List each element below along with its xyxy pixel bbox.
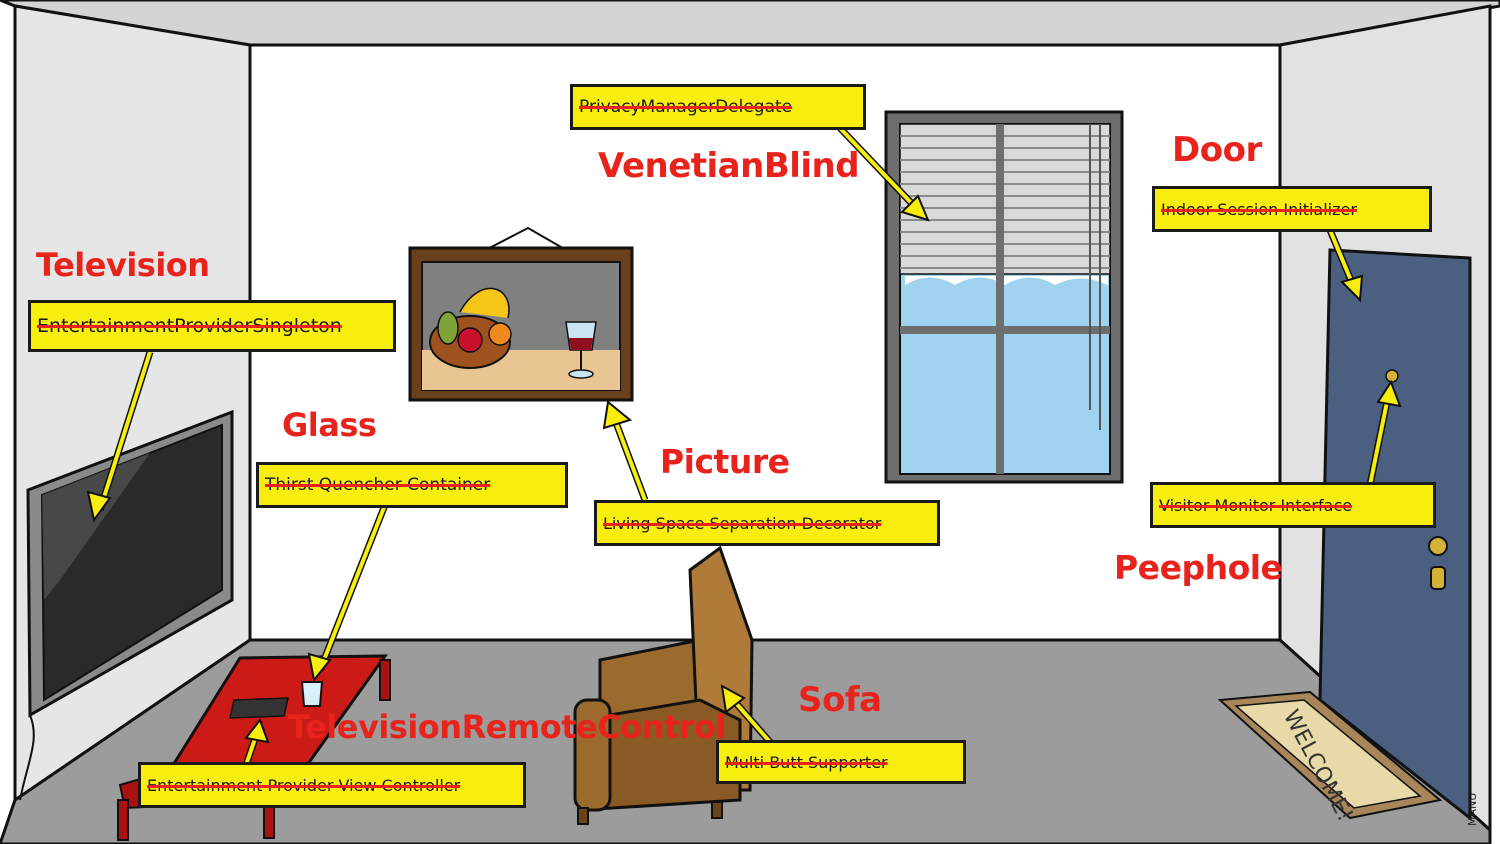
television-old-name-tag: EntertainmentProviderSingleton bbox=[28, 300, 396, 352]
remote-label: TelevisionRemoteControl bbox=[288, 708, 727, 746]
venetian-blind-slats bbox=[900, 135, 1110, 269]
door-knob bbox=[1428, 536, 1448, 556]
artist-signature: MANU bbox=[1466, 792, 1479, 826]
door bbox=[1318, 248, 1472, 822]
peephole-label: Peephole bbox=[1114, 548, 1283, 587]
sofa-old-name-tag: Multi Butt Supporter bbox=[716, 740, 966, 784]
door-old-name-tag: Indoor Session Initializer bbox=[1152, 186, 1432, 232]
remote-control bbox=[229, 697, 289, 719]
ceiling bbox=[0, 0, 1500, 47]
venetian-blind-label: VenetianBlind bbox=[598, 146, 860, 186]
television-cable bbox=[19, 714, 35, 801]
door-lock bbox=[1430, 566, 1446, 590]
picture-old-name-tag: Living Space Separation Decorator bbox=[594, 500, 940, 546]
venetian-blind-old-name-tag: PrivacyManagerDelegate bbox=[570, 84, 866, 130]
sofa-arm bbox=[573, 698, 612, 812]
remote-old-name-tag: Entertainment Provider View Controller bbox=[138, 762, 526, 808]
sofa-label: Sofa bbox=[798, 680, 882, 720]
drinking-glass bbox=[300, 681, 324, 707]
peephole bbox=[1385, 369, 1399, 383]
picture-label: Picture bbox=[660, 442, 790, 481]
venetian-blind bbox=[899, 123, 1111, 275]
television-glare bbox=[42, 453, 150, 600]
television-label: Television bbox=[36, 246, 210, 284]
door-label: Door bbox=[1172, 130, 1262, 170]
peephole-old-name-tag: Visitor Monitor Interface bbox=[1150, 482, 1436, 528]
glass-old-name-tag: Thirst Quencher Container bbox=[256, 462, 568, 508]
glass-label: Glass bbox=[282, 406, 377, 444]
table-leg bbox=[117, 799, 129, 841]
arrowheads bbox=[86, 194, 1402, 744]
